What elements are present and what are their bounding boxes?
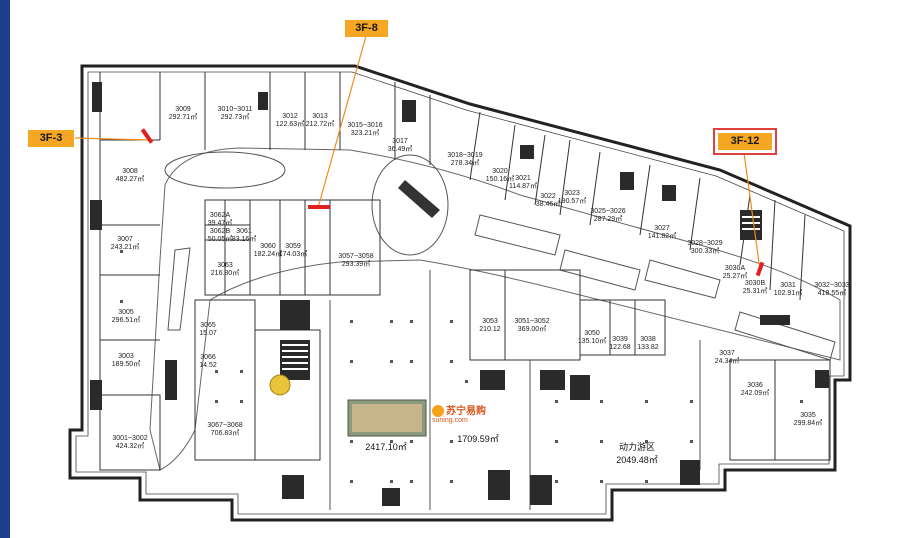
north-shops (99, 72, 806, 470)
markers (140, 128, 765, 277)
building-outline (68, 64, 852, 522)
zone-suning: 1709.59㎡ (457, 434, 499, 444)
inner-shops (99, 199, 831, 471)
void-1 (474, 214, 561, 256)
escalator (398, 180, 440, 218)
void-2 (559, 249, 641, 291)
callout-3f-12[interactable]: 3F-12 (713, 128, 777, 155)
stair-hatch (282, 216, 760, 370)
stairs (90, 82, 829, 506)
large-zones (329, 270, 701, 510)
leader-lines (74, 35, 761, 271)
suning-logo: 苏宁易购 suning.com (432, 405, 486, 425)
frame-bar (0, 0, 10, 538)
zone-west-hall: 2417.10㎡ (365, 442, 407, 452)
callout-3f-8[interactable]: 3F-8 (345, 20, 388, 37)
atrium-west (164, 151, 286, 189)
atrium-center (371, 154, 449, 256)
void-5 (167, 247, 191, 331)
medal-graphic (269, 374, 291, 396)
void-3 (644, 259, 721, 299)
column-grid (120, 250, 803, 483)
callout-3f-3[interactable]: 3F-3 (28, 130, 74, 147)
suning-fox-icon (432, 405, 444, 418)
corridor (149, 147, 841, 471)
